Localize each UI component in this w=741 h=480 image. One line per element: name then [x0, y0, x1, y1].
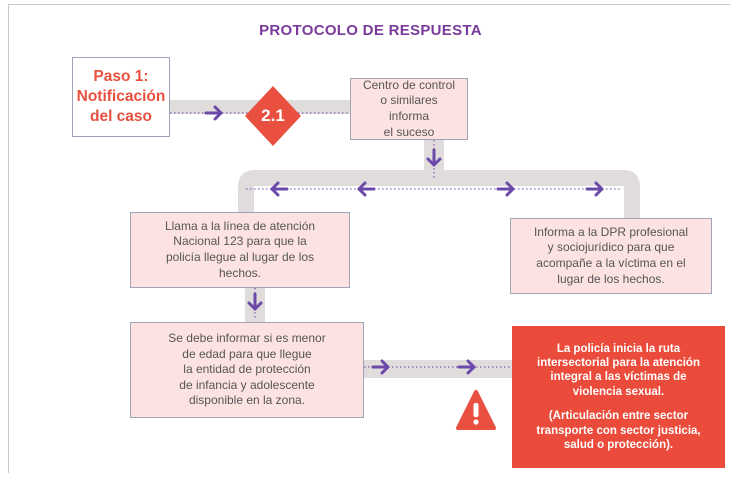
node-control-center: Centro de control o similares informa el… — [350, 78, 468, 140]
node-text-line: Informa a la DPR profesional — [533, 224, 689, 239]
node-text-line: integral a las víctimas de — [550, 371, 687, 384]
node-text-line: Centro de control — [362, 77, 456, 92]
node-text-line: (Articulación entre sector — [548, 410, 689, 423]
node-text-line: de edad para que llegue — [182, 346, 312, 361]
step-label-line3: del caso — [89, 108, 153, 126]
police-paragraph-1: La policía inicia la ruta intersectorial… — [537, 342, 700, 400]
node-text-line: intersectorial para la atención — [537, 357, 700, 370]
node-text-line: disponible en la zona. — [188, 393, 306, 408]
track-branch — [238, 170, 640, 222]
police-paragraph-2: (Articulación entre sector transporte co… — [536, 409, 700, 452]
node-text-line: La policía inicia la ruta — [556, 342, 681, 355]
step-label-line1: Paso 1: — [93, 67, 149, 85]
node-inform-dpr: Informa a la DPR profesional y sociojurí… — [510, 218, 712, 294]
node-text-line: hechos. — [218, 265, 262, 280]
node-text-line: o similares informa — [380, 93, 438, 123]
node-text-line: y sociojurídico para que — [547, 240, 675, 255]
node-text-line: Nacional 123 para que la — [173, 234, 307, 249]
track-minor-to-police — [364, 360, 512, 378]
diamond-badge — [245, 86, 301, 146]
diagram-frame — [8, 4, 730, 473]
node-text-line: transporte con sector justicia, — [536, 424, 701, 437]
step-box: Paso 1: Notificación del caso — [72, 57, 170, 137]
node-text-line: el suceso — [383, 124, 435, 139]
step-label-line2: Notificación — [76, 87, 166, 105]
node-minor-notice: Se debe informar si es menor de edad par… — [130, 322, 364, 418]
node-text-line: salud o protección). — [563, 438, 674, 451]
node-text-line: Se debe informar si es menor — [168, 331, 326, 346]
node-text-line: Llama a la línea de atención — [164, 218, 316, 233]
node-text-line: lugar de los hechos. — [557, 271, 665, 286]
badge-label: 2.1 — [261, 106, 285, 125]
node-police-route: La policía inicia la ruta intersectorial… — [512, 326, 725, 468]
node-call-123: Llama a la línea de atención Nacional 12… — [130, 212, 350, 288]
node-text-line: la entidad de protección — [183, 362, 311, 377]
node-text-line: de infancia y adolescente — [179, 377, 315, 392]
node-text-line: violencia sexual. — [572, 385, 665, 398]
node-text-line: acompañe a la víctima en el — [536, 256, 686, 270]
diagram-title: PROTOCOLO DE RESPUESTA — [259, 22, 482, 39]
warning-triangle-icon — [456, 390, 496, 430]
node-text-line: policía llegue al lugar de los — [165, 250, 315, 264]
